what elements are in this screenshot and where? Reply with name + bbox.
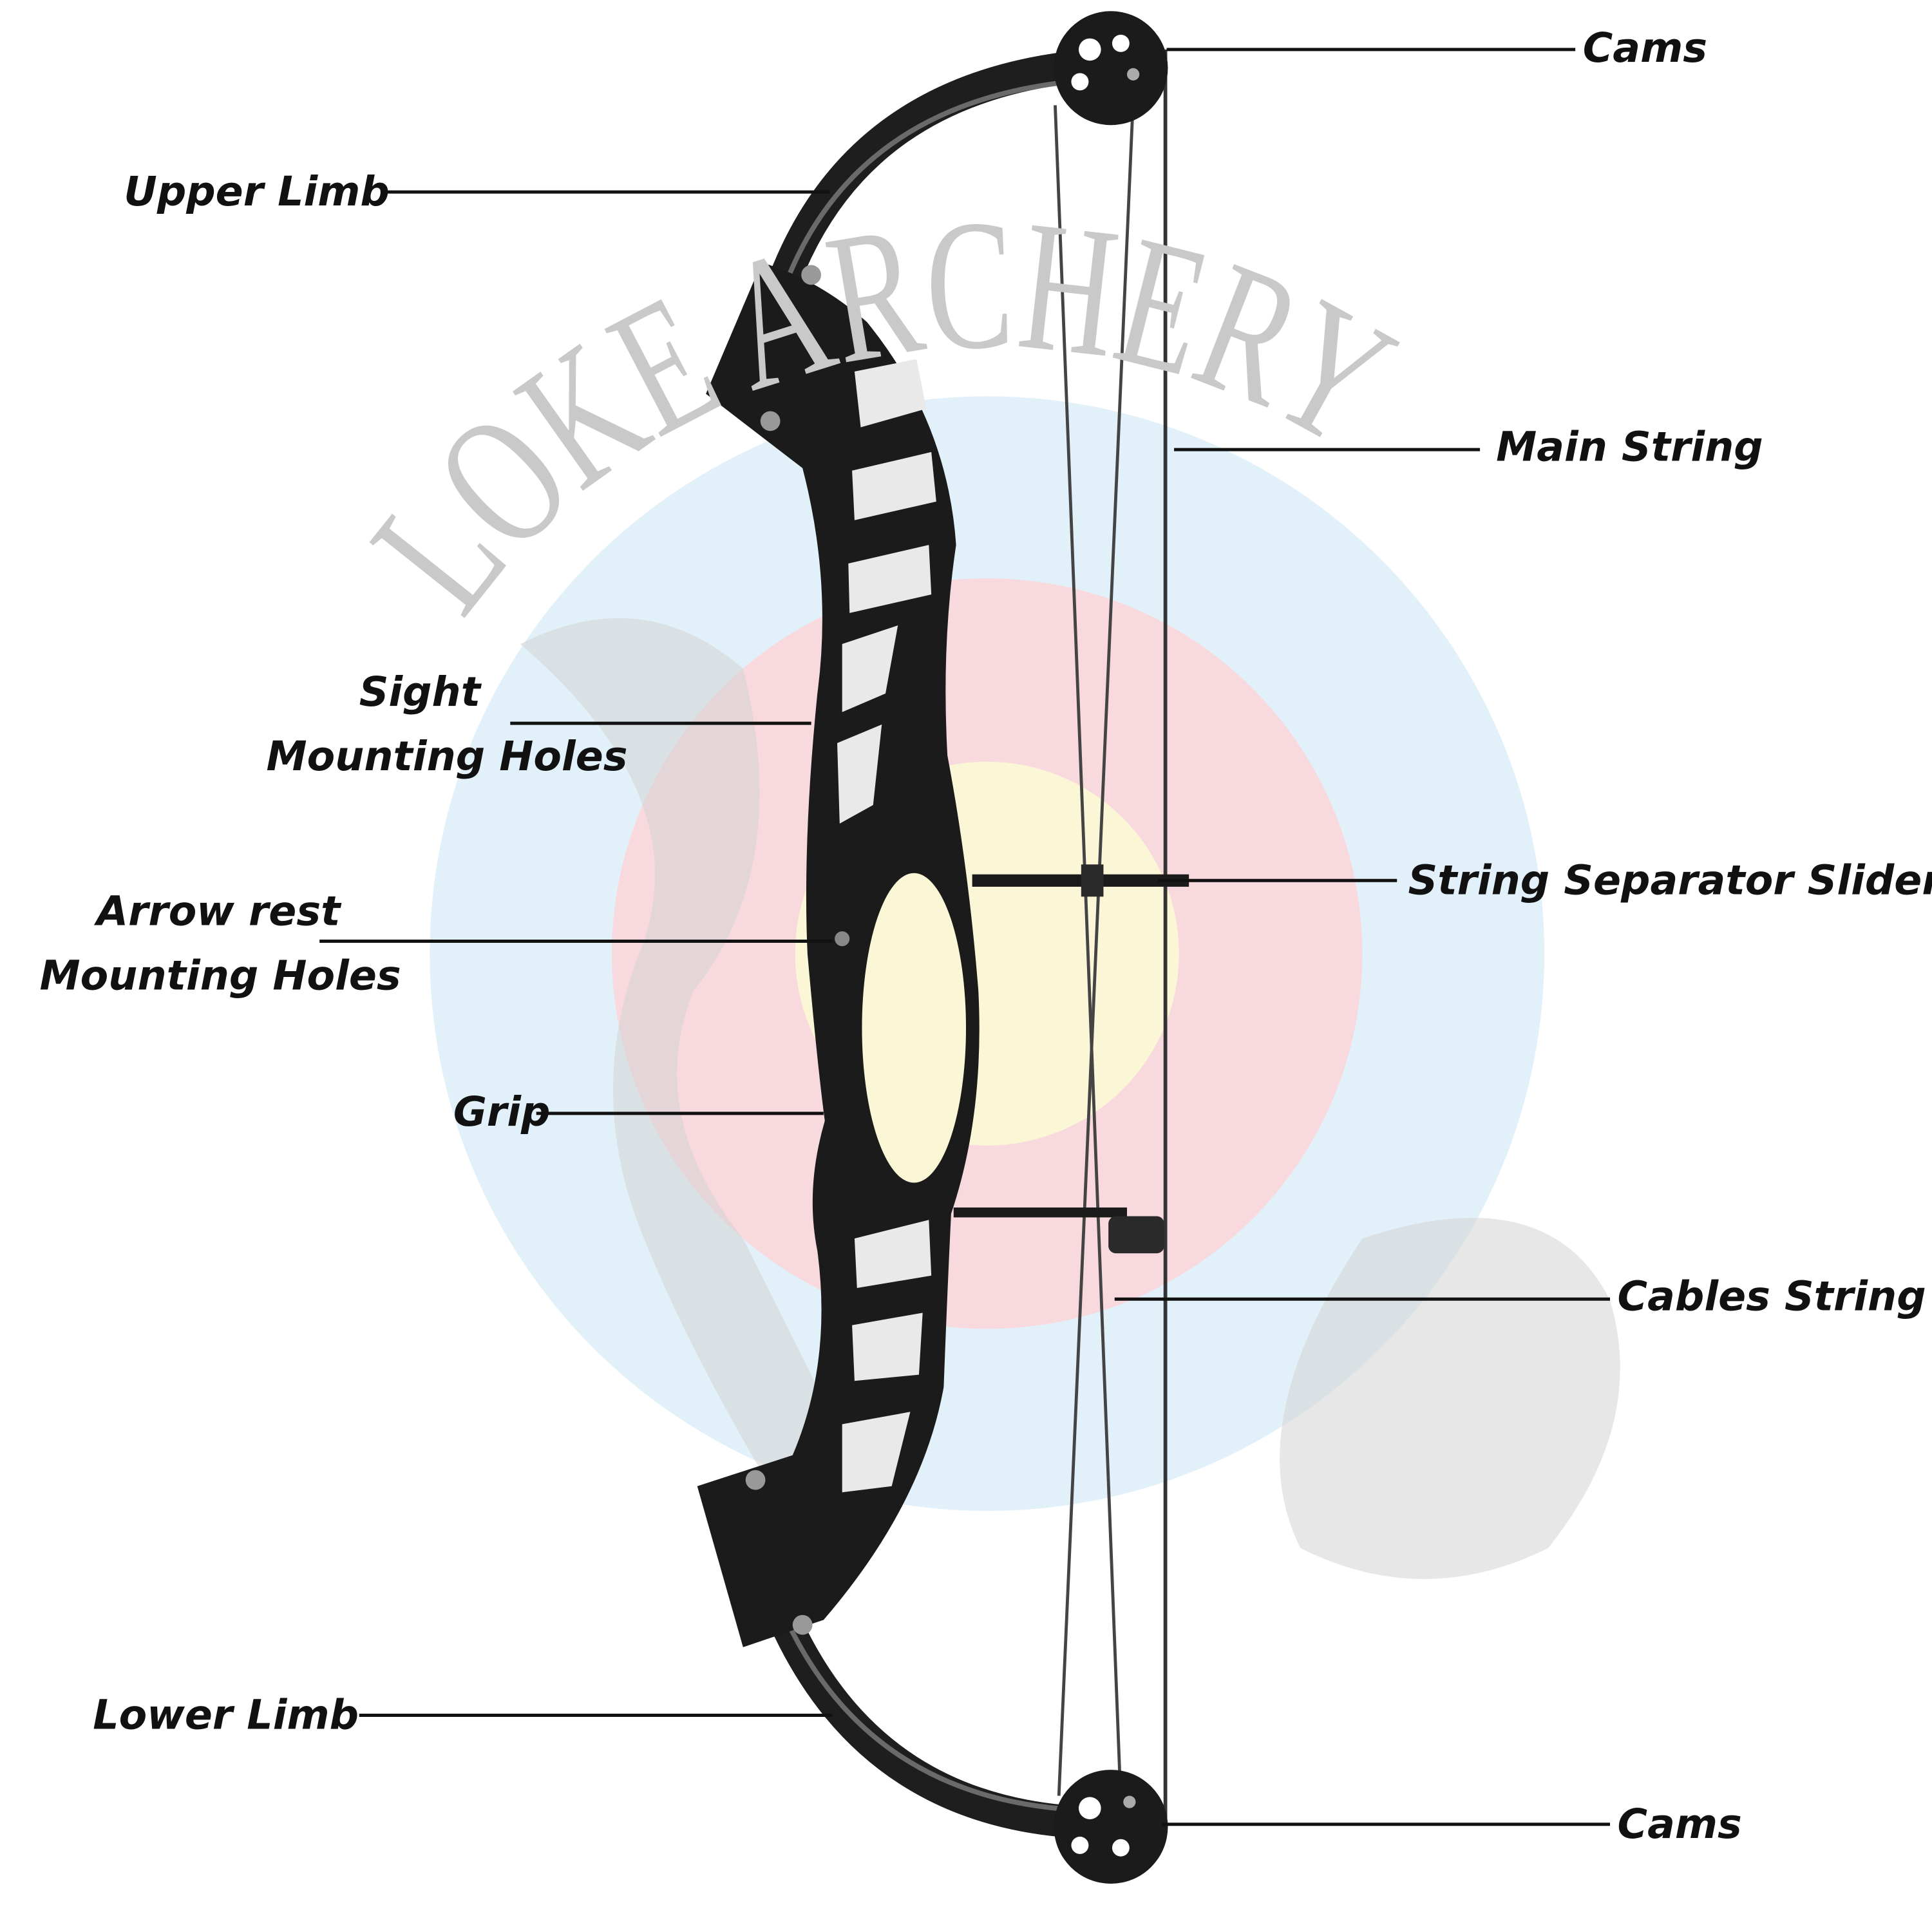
label-text: Main String <box>1496 422 1763 470</box>
label-text: Upper Limb <box>124 167 390 215</box>
cable-string-b <box>1057 99 1135 1796</box>
riser-cutouts <box>837 359 936 1493</box>
upper-limb-highlight <box>782 77 1100 286</box>
arrow-rest-mounting-hole <box>835 931 850 947</box>
cable-string-a <box>1054 105 1122 1803</box>
label-text: Lower Limb <box>93 1691 359 1739</box>
label-string-separator-slider: String Separator Slider <box>1158 856 1932 904</box>
label-upper-limb: Upper Limb <box>124 167 830 215</box>
label-cables-string: Cables String <box>1114 1273 1926 1320</box>
label-text: Grip <box>453 1088 551 1135</box>
label-grip: Grip <box>453 1088 824 1135</box>
label-text-line2: Mounting Holes <box>266 732 627 780</box>
riser <box>697 262 980 1647</box>
label-cams-bottom: Cams <box>1161 1800 1742 1848</box>
limbs <box>764 48 1104 1839</box>
label-text: Cables String <box>1618 1273 1926 1320</box>
label-text-line1: Sight <box>359 668 482 715</box>
riser-window <box>862 873 966 1183</box>
label-text-line1: Arrow rest <box>93 887 342 935</box>
label-text: Cams <box>1618 1800 1742 1848</box>
label-cams-top: Cams <box>1166 24 1707 71</box>
label-text: Cams <box>1583 24 1707 71</box>
top-cam <box>1054 11 1168 126</box>
label-arrow-rest-mounting-holes: Arrow rest Mounting Holes <box>40 887 833 999</box>
bottom-cam <box>1054 1770 1168 1884</box>
lower-limb-highlight <box>785 1621 1100 1814</box>
label-text-line2: Mounting Holes <box>40 952 401 999</box>
label-main-string: Main String <box>1174 422 1763 470</box>
upper-limb <box>764 48 1104 297</box>
label-sight-mounting-holes: Sight Mounting Holes <box>266 668 811 780</box>
strings <box>1054 49 1168 1823</box>
cable-guard <box>953 1208 1164 1254</box>
limb-bolts <box>745 265 821 1635</box>
string-separator-slider <box>972 864 1189 897</box>
label-lower-limb: Lower Limb <box>93 1691 833 1739</box>
lower-limb <box>768 1609 1103 1839</box>
label-text: String Separator Slider <box>1408 856 1932 904</box>
